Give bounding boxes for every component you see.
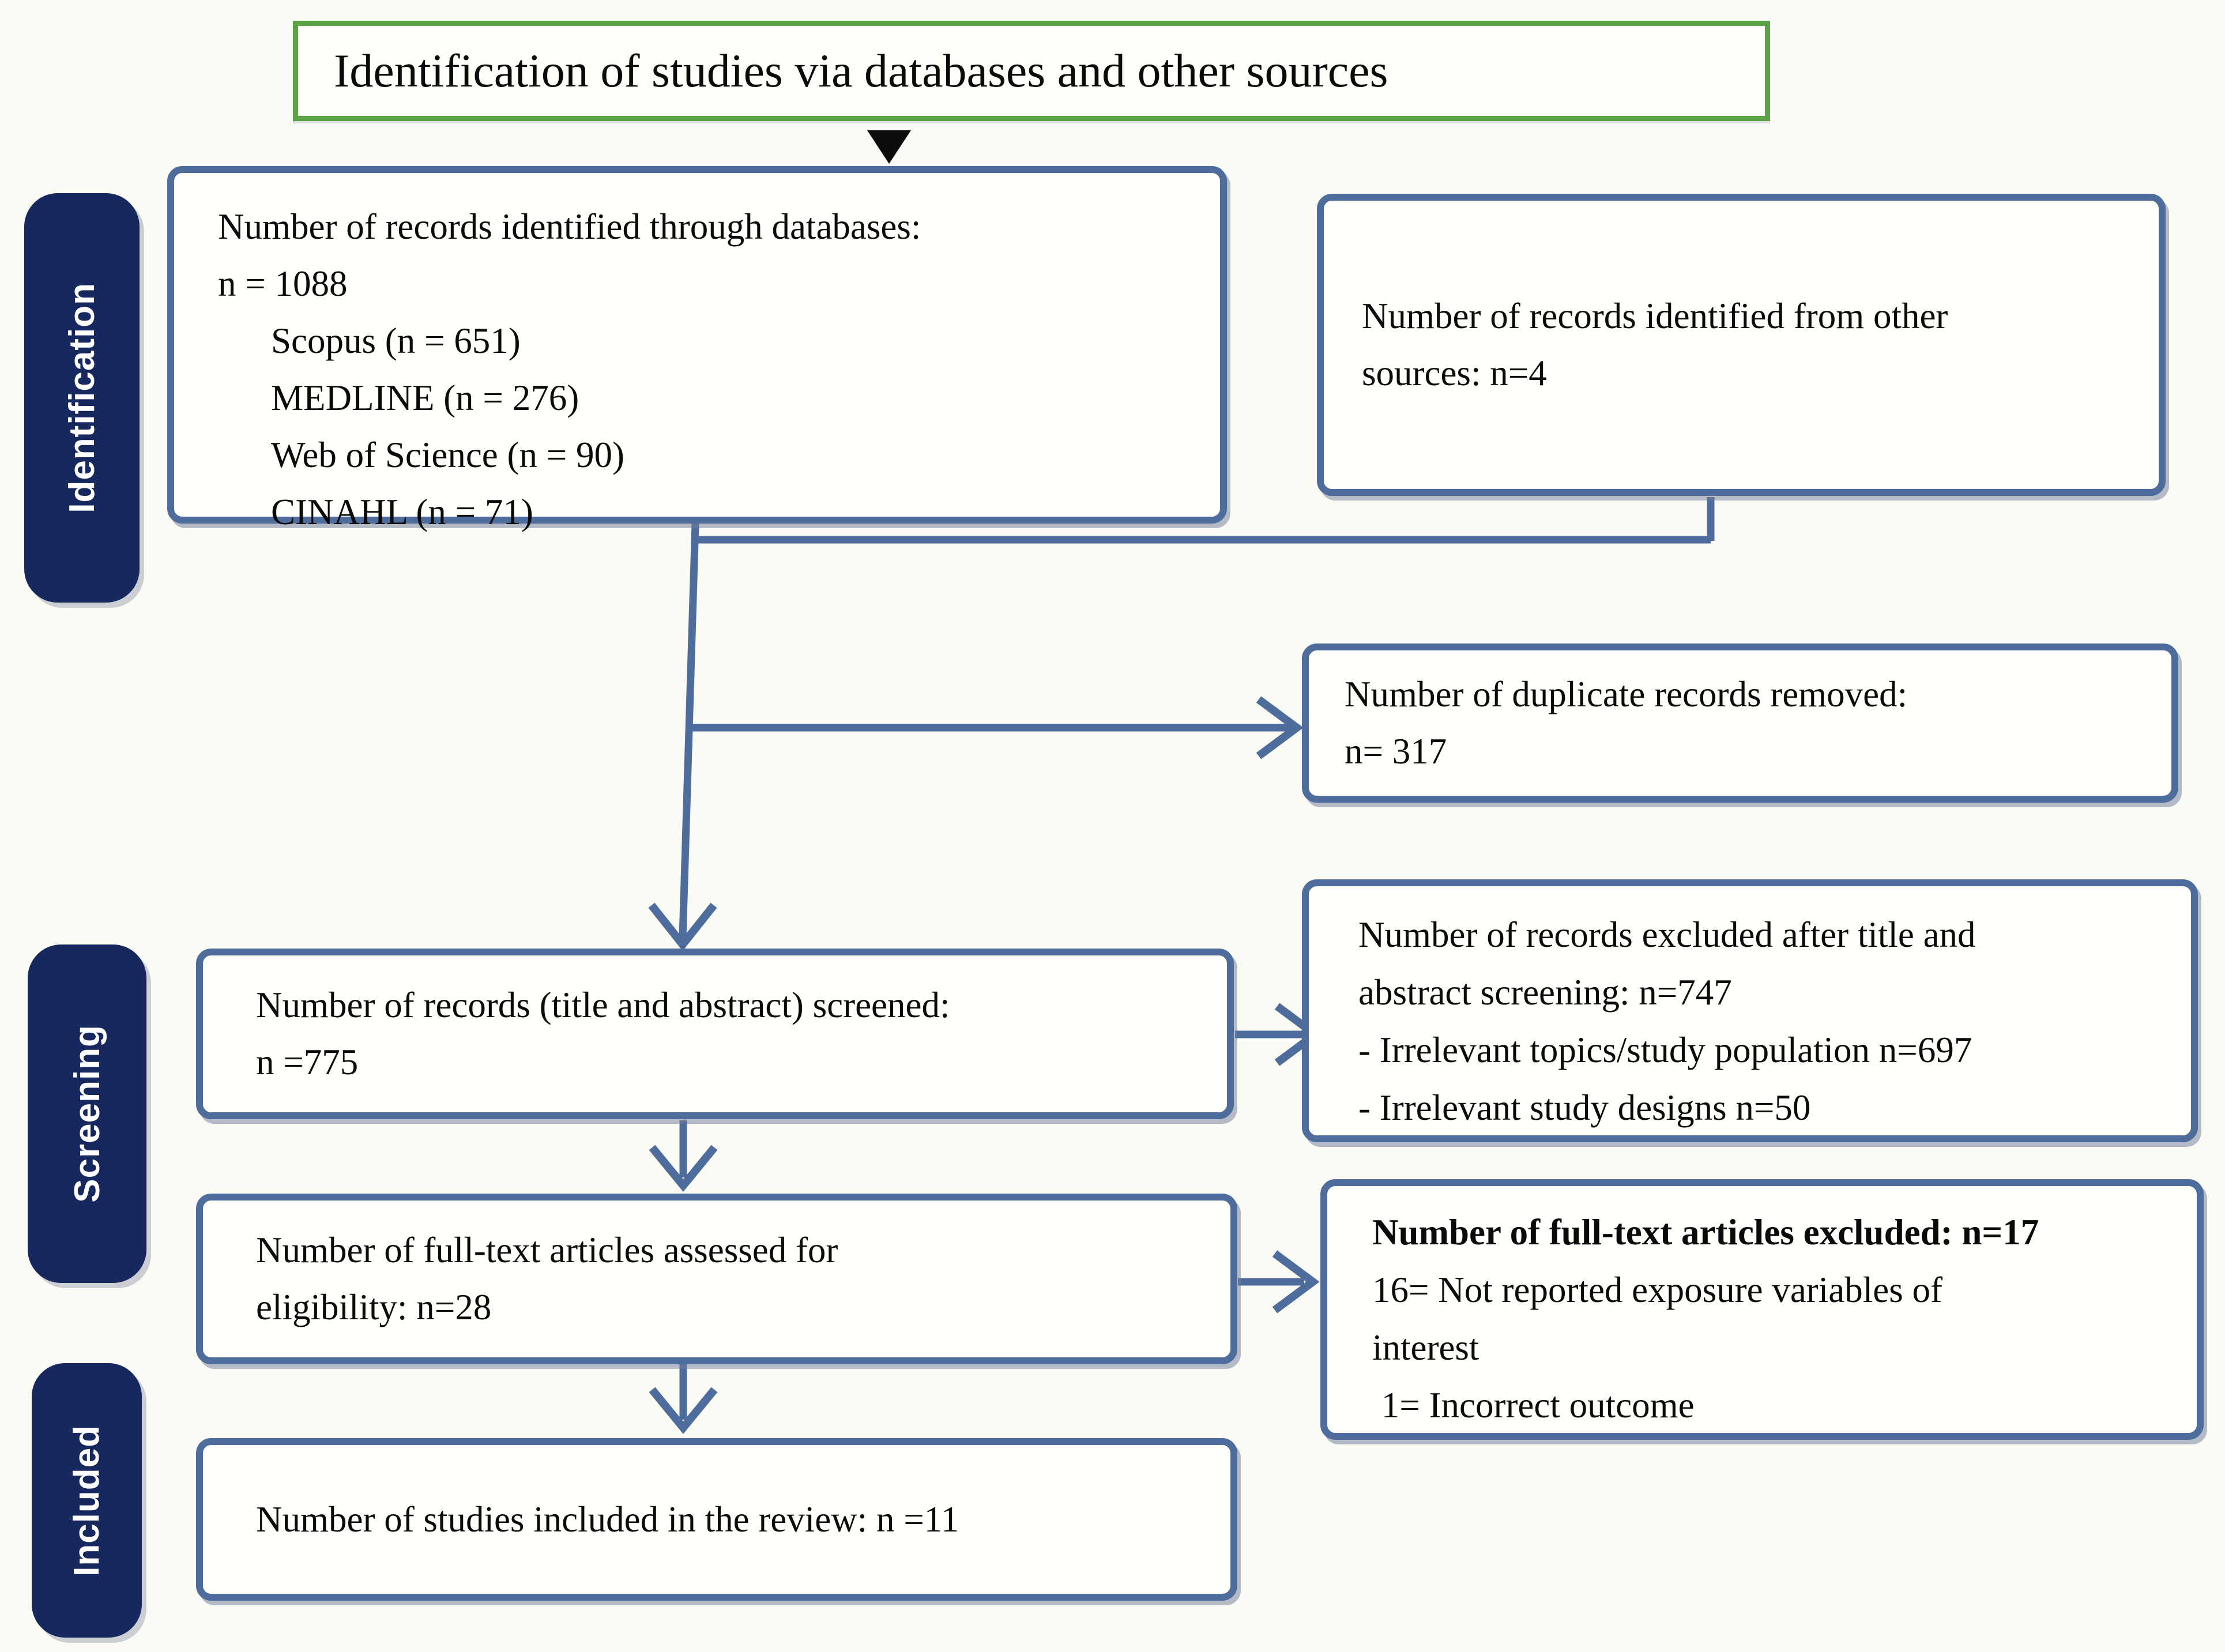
box-records-screened: Number of records (title and abstract) s… (196, 949, 1234, 1119)
box-records-identified-databases: Number of records identified through dat… (167, 166, 1227, 532)
box-databases-item-web-of-science: Web of Science (n = 90) (271, 435, 624, 475)
title-text: Identification of studies via databases … (334, 44, 1388, 97)
arrowhead-right-into-excluded-fulltext (1272, 1250, 1320, 1314)
box-excluded-fulltext-reason: 16= Not reported exposure variables of (1372, 1270, 1942, 1310)
box-excluded-fulltext-reason: 1= Incorrect outcome (1372, 1385, 1695, 1425)
arrowhead-right-into-duplicates (1256, 696, 1304, 759)
box-fulltext-assessed: Number of full-text articles assessed fo… (196, 1194, 1237, 1364)
box-duplicates-line: Number of duplicate records removed: (1345, 674, 1908, 714)
stage-badge-screening: Screening (28, 944, 146, 1283)
title-arrow-triangle-icon (867, 130, 911, 164)
box-excluded-screening-line: abstract screening: n=747 (1358, 972, 1732, 1013)
box-fulltext-line: eligibility: n=28 (256, 1287, 492, 1327)
box-excluded-after-screening: Number of records excluded after title a… (1302, 879, 2198, 1142)
arrowhead-down-into-screened (648, 902, 717, 951)
box-other-sources-line: Number of records identified from other (1362, 296, 1948, 336)
arrowhead-down-into-included (649, 1387, 718, 1435)
box-excluded-screening-reason: - Irrelevant topics/study population n=6… (1358, 1030, 1972, 1070)
box-screened-line: n =775 (256, 1042, 359, 1082)
box-screened-line: Number of records (title and abstract) s… (256, 985, 950, 1025)
box-databases-line: Number of records identified through dat… (218, 206, 921, 247)
box-excluded-fulltext-reason: interest (1372, 1327, 1479, 1368)
box-databases-item-scopus: Scopus (n = 651) (271, 321, 521, 361)
box-excluded-screening-reason: - Irrelevant study designs n=50 (1358, 1087, 1811, 1128)
box-excluded-fulltext-heading: Number of full-text articles excluded: n… (1372, 1212, 2039, 1252)
title-box: Identification of studies via databases … (293, 21, 1770, 121)
box-duplicates-line: n= 317 (1345, 731, 1447, 772)
box-studies-included: Number of studies included in the review… (196, 1438, 1237, 1601)
arrowhead-down-into-fulltext (649, 1145, 718, 1192)
box-records-other-sources: Number of records identified from other … (1317, 194, 2166, 496)
box-databases-item-cinahl: CINAHL (n = 71) (271, 492, 533, 532)
stage-badge-identification: Identification (24, 193, 140, 603)
box-fulltext-line: Number of full-text articles assessed fo… (256, 1230, 838, 1270)
stage-badge-identification-label: Identification (62, 283, 102, 513)
box-duplicates-removed: Number of duplicate records removed: n= … (1302, 644, 2178, 803)
stage-badge-screening-label: Screening (67, 1025, 107, 1203)
box-excluded-screening-line: Number of records excluded after title a… (1358, 915, 1976, 955)
box-excluded-fulltext: Number of full-text articles excluded: n… (1320, 1179, 2204, 1440)
box-databases-item-medline: MEDLINE (n = 276) (271, 378, 579, 418)
box-included-line: Number of studies included in the review… (256, 1499, 959, 1540)
stage-badge-included: Included (32, 1363, 142, 1638)
stage-badge-included-label: Included (67, 1424, 107, 1576)
box-other-sources-line: sources: n=4 (1362, 353, 1547, 393)
box-databases-line: n = 1088 (218, 264, 348, 304)
